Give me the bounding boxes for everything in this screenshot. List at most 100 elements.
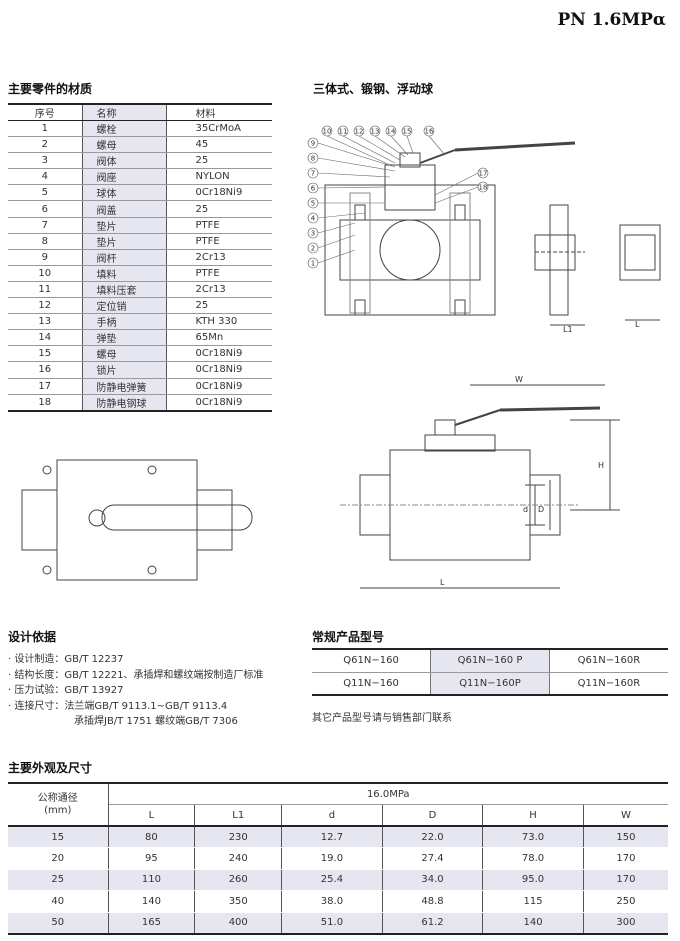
dim-cell: 40 bbox=[8, 890, 109, 913]
parts-cell: 14 bbox=[8, 329, 83, 347]
parts-cell: 1 bbox=[8, 120, 83, 138]
callout-circle bbox=[307, 137, 319, 149]
callout-label: 12 bbox=[355, 128, 364, 136]
callout-circle bbox=[385, 125, 397, 137]
parts-cell: 防静电弹簧 bbox=[82, 378, 167, 395]
dim-col-header: W bbox=[582, 804, 668, 827]
dim-cell: 20 bbox=[8, 847, 109, 870]
callout-circle bbox=[477, 167, 489, 179]
parts-cell: 弹垫 bbox=[82, 329, 167, 347]
parts-cell: 填料压套 bbox=[82, 281, 167, 299]
dim-cell: 38.0 bbox=[281, 890, 383, 913]
parts-cell: 2Cr13 bbox=[166, 281, 272, 299]
dim-cell: 230 bbox=[194, 826, 282, 848]
parts-cell: 15 bbox=[8, 345, 83, 363]
parts-cell: 9 bbox=[8, 249, 83, 266]
dim-label-h: H bbox=[598, 461, 604, 470]
parts-cell: 25 bbox=[166, 152, 272, 170]
basis-item: · 压力试验：GB/T 13927 bbox=[8, 685, 124, 696]
dim-cell: 50 bbox=[8, 912, 109, 935]
basis-item-continued: 承插焊JB/T 1751 螺纹端GB/T 7306 bbox=[74, 716, 238, 727]
callout-label: 3 bbox=[311, 230, 315, 238]
parts-cell: 螺母 bbox=[82, 136, 167, 154]
callout-label: 16 bbox=[425, 128, 434, 136]
parts-cell: 25 bbox=[166, 200, 272, 218]
dim-label-l1: L1 bbox=[563, 325, 573, 334]
parts-cell: 65Mn bbox=[166, 329, 272, 347]
dim-label-d-large: D bbox=[538, 505, 544, 514]
parts-cell: 6 bbox=[8, 200, 83, 218]
callout-label: 8 bbox=[311, 155, 315, 163]
dim-cell: 27.4 bbox=[381, 847, 483, 870]
callout-circle bbox=[307, 242, 319, 254]
dim-cell: 95 bbox=[107, 847, 195, 870]
parts-cell: 阀体 bbox=[82, 152, 167, 170]
parts-cell: 锁片 bbox=[82, 361, 167, 379]
basis-item: · 连接尺寸：法兰端GB/T 9113.1~GB/T 9113.4 bbox=[8, 700, 228, 712]
callout-label: 7 bbox=[311, 170, 315, 178]
callout-circle bbox=[307, 212, 319, 224]
dim-col-header: H bbox=[482, 804, 584, 827]
parts-cell: 阀盖 bbox=[82, 200, 167, 218]
dim-label-l-outline: L bbox=[440, 578, 445, 587]
callout-label: 5 bbox=[311, 200, 315, 208]
callout-label: 1 bbox=[311, 260, 315, 268]
dim-cell: 260 bbox=[194, 869, 282, 891]
dim-label-l: L bbox=[635, 320, 640, 329]
dim-cell: 48.8 bbox=[381, 890, 483, 913]
dim-cell: 140 bbox=[107, 890, 195, 913]
dim-cell: 250 bbox=[582, 890, 668, 913]
dim-cell: 15 bbox=[8, 826, 109, 848]
parts-cell: 7 bbox=[8, 217, 83, 234]
parts-cell: 8 bbox=[8, 233, 83, 250]
parts-cell: 定位销 bbox=[82, 297, 167, 315]
dim-cell: 165 bbox=[107, 912, 195, 935]
dn-label: 公称通径 bbox=[37, 792, 78, 804]
col-header: 序号 bbox=[8, 103, 83, 121]
dim-cell: 78.0 bbox=[482, 847, 584, 870]
outline-drawing: W H d D L bbox=[340, 375, 620, 589]
callout-circle bbox=[307, 227, 319, 239]
parts-cell: 0Cr18Ni9 bbox=[166, 184, 272, 202]
basis-title: 设计依据 bbox=[8, 630, 57, 644]
parts-cell: 螺栓 bbox=[82, 120, 167, 138]
dim-col-header: D bbox=[381, 804, 483, 827]
col-header: 材料 bbox=[166, 103, 272, 121]
callout-label: 2 bbox=[311, 245, 315, 253]
callout-circle bbox=[423, 125, 435, 137]
parts-cell: 3 bbox=[8, 152, 83, 170]
model-cell: Q61N−160R bbox=[548, 648, 668, 673]
top-view-drawing bbox=[21, 459, 253, 581]
dim-cell: 110 bbox=[107, 869, 195, 891]
callout-circle bbox=[353, 125, 365, 137]
parts-cell: 5 bbox=[8, 184, 83, 202]
model-cell: Q11N−160P bbox=[430, 672, 550, 696]
parts-cell: KTH 330 bbox=[166, 313, 272, 331]
dim-cell: 170 bbox=[582, 847, 668, 870]
callout-circle bbox=[369, 125, 381, 137]
parts-cell: 0Cr18Ni9 bbox=[166, 394, 272, 412]
parts-cell: 垫片 bbox=[82, 217, 167, 234]
callout-label: 11 bbox=[339, 128, 348, 136]
callout-label: 18 bbox=[479, 184, 488, 192]
parts-cell: 2 bbox=[8, 136, 83, 154]
parts-cell: 17 bbox=[8, 378, 83, 395]
dim-cell: 150 bbox=[582, 826, 668, 848]
